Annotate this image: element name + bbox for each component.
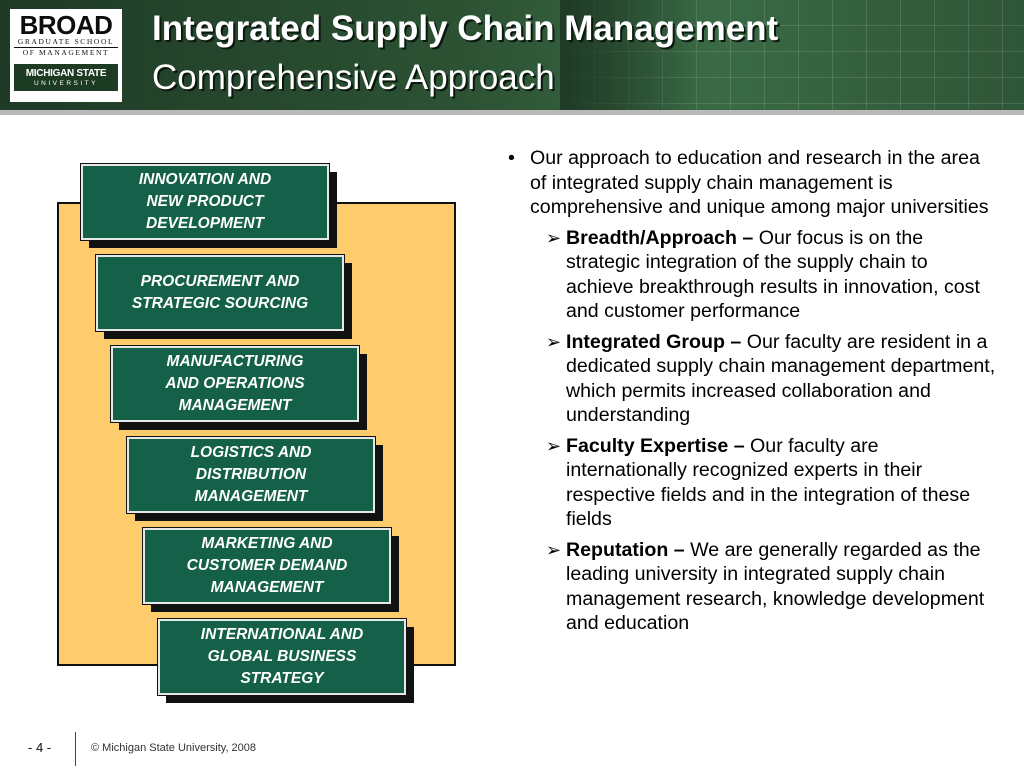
diagram-box-innovation: INNOVATION AND NEW PRODUCT DEVELOPMENT: [80, 163, 337, 248]
sub-bullet-text: Our faculty are resident in a dedicated …: [566, 330, 996, 427]
diagram-box-label: INNOVATION AND NEW PRODUCT DEVELOPMENT: [80, 163, 330, 241]
sub-bullet-text: Our faculty are internationally recogniz…: [566, 434, 971, 531]
sub-bullet-text: Our focus is on the strategic integratio…: [566, 226, 980, 323]
bullet-dot-icon: •: [508, 147, 515, 169]
logo-graduate-school: GRADUATE SCHOOL: [14, 37, 118, 48]
logo-msu-block: MICHIGAN STATE UNIVERSITY: [14, 64, 118, 91]
slide-subtitle: Comprehensive Approach: [152, 58, 555, 97]
diagram-box-marketing: MARKETING AND CUSTOMER DEMAND MANAGEMENT: [142, 527, 399, 612]
logo-msu-line2: UNIVERSITY: [33, 80, 98, 87]
diagram-box-procurement: PROCUREMENT AND STRATEGIC SOURCING: [95, 254, 352, 339]
content-text-block: • Our approach to education and research…: [506, 146, 996, 636]
arrow-bullet-icon: ➢: [546, 331, 562, 352]
main-bullet: • Our approach to education and research…: [506, 146, 996, 220]
sub-bullet-integrated-group: ➢ Integrated Group – Our faculty are res…: [506, 330, 996, 428]
logo-msu-line1: MICHIGAN STATE: [25, 68, 107, 79]
slide-title: Integrated Supply Chain Management: [152, 9, 779, 48]
header-banner: BROAD GRADUATE SCHOOL OF MANAGEMENT MICH…: [0, 0, 1024, 110]
sub-bullet-breadth: ➢ Breadth/Approach – Our focus is on the…: [506, 226, 996, 324]
sub-bullet-label: Reputation –: [566, 538, 685, 561]
diagram-box-international: INTERNATIONAL AND GLOBAL BUSINESS STRATE…: [157, 618, 414, 703]
copyright-text: © Michigan State University, 2008: [91, 742, 257, 754]
logo-of-management: OF MANAGEMENT: [22, 48, 110, 57]
diagram-box-label: MARKETING AND CUSTOMER DEMAND MANAGEMENT: [142, 527, 392, 605]
intro-text: Our approach to education and research i…: [530, 147, 989, 218]
arrow-bullet-icon: ➢: [546, 539, 562, 560]
arrow-bullet-icon: ➢: [546, 227, 562, 248]
sub-bullet-label: Integrated Group –: [566, 330, 742, 353]
diagram-box-label: LOGISTICS AND DISTRIBUTION MANAGEMENT: [126, 436, 376, 514]
footer-divider: [75, 732, 76, 766]
header-divider: [0, 110, 1024, 115]
sub-bullet-reputation: ➢ Reputation – We are generally regarded…: [506, 538, 996, 636]
sub-bullet-label: Faculty Expertise –: [566, 434, 745, 457]
logo-broad-text: BROAD: [19, 10, 113, 40]
diagram-box-label: INTERNATIONAL AND GLOBAL BUSINESS STRATE…: [157, 618, 407, 696]
diagram-box-label: PROCUREMENT AND STRATEGIC SOURCING: [95, 254, 345, 332]
diagram-box-logistics: LOGISTICS AND DISTRIBUTION MANAGEMENT: [126, 436, 383, 521]
page-number: - 4 -: [28, 740, 52, 755]
sub-bullet-faculty-expertise: ➢ Faculty Expertise – Our faculty are in…: [506, 434, 996, 532]
arrow-bullet-icon: ➢: [546, 435, 562, 456]
diagram-box-manufacturing: MANUFACTURING AND OPERATIONS MANAGEMENT: [110, 345, 367, 430]
sub-bullet-label: Breadth/Approach –: [566, 226, 754, 249]
broad-msu-logo: BROAD GRADUATE SCHOOL OF MANAGEMENT MICH…: [10, 9, 122, 102]
diagram-box-label: MANUFACTURING AND OPERATIONS MANAGEMENT: [110, 345, 360, 423]
sub-bullet-text: We are generally regarded as the leading…: [566, 538, 985, 635]
